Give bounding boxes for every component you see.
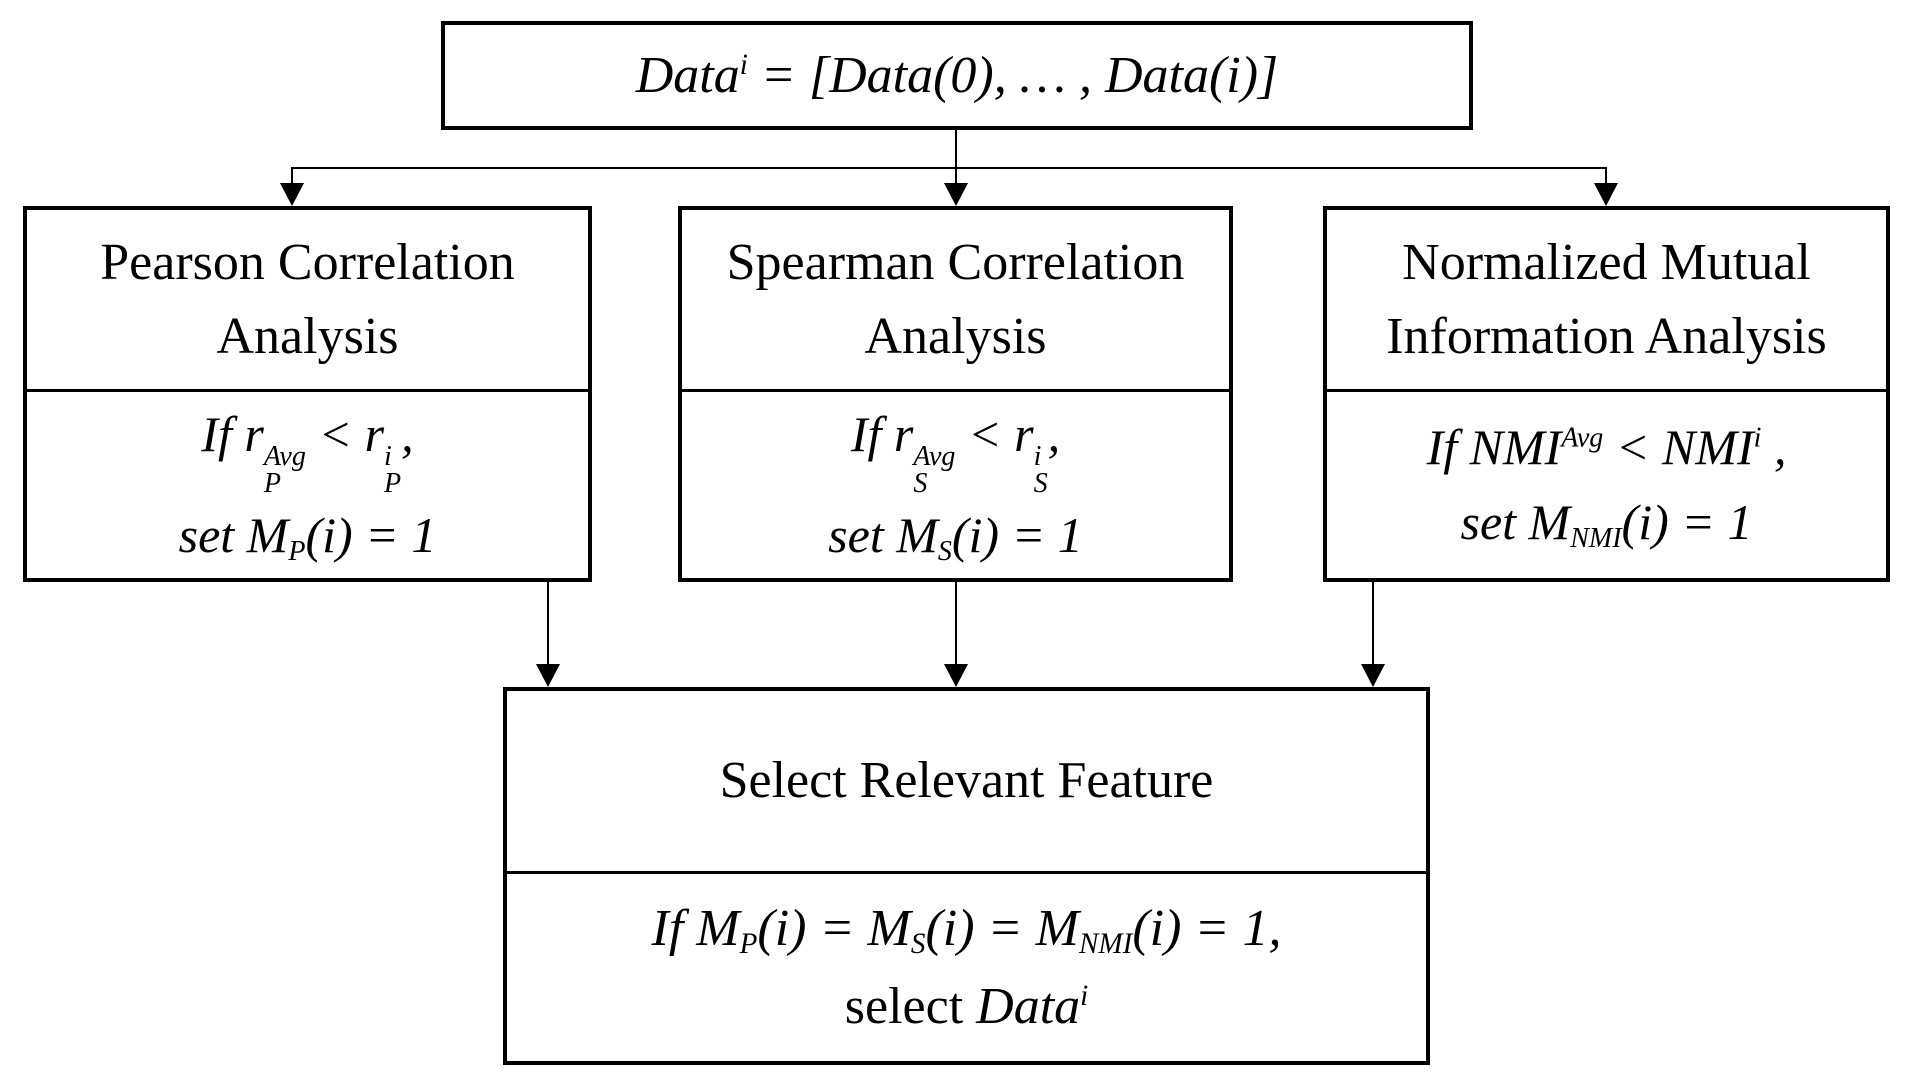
connector-pearson-select-line [547, 582, 549, 666]
connector-spearman-select-line [955, 582, 957, 666]
arrow-down-select-center-icon [944, 664, 968, 687]
nmi-rule: If NMIAvg < NMIi , set MNMI(i) = 1 [1327, 392, 1886, 578]
arrow-down-select-right-icon [1361, 664, 1385, 687]
pearson-rule-line2: set MP(i) = 1 [178, 506, 437, 567]
data-input-formula: Datai = [Data(0), … , Data(i)] [635, 47, 1279, 104]
nmi-title: Normalized Mutual Information Analysis [1327, 210, 1886, 392]
arrow-down-pearson-icon [280, 183, 304, 206]
nmi-rule-line2: set MNMI(i) = 1 [1460, 494, 1753, 554]
select-feature-rule-line1: If MP(i) = MS(i) = MNMI(i) = 1, [651, 899, 1282, 960]
spearman-rule-line2: set MS(i) = 1 [828, 506, 1083, 567]
spearman-title: Spearman Correlation Analysis [682, 210, 1229, 392]
connector-drop-right-line [1605, 167, 1607, 185]
arrow-down-select-left-icon [536, 664, 560, 687]
connector-branch-line [291, 167, 1607, 169]
nmi-rule-line1: If NMIAvg < NMIi , [1426, 419, 1787, 475]
select-feature-rule-line2: select Datai [844, 977, 1089, 1035]
nmi-box: Normalized Mutual Information Analysis I… [1323, 206, 1890, 582]
connector-nmi-select-line [1372, 582, 1374, 666]
data-input-box: Datai = [Data(0), … , Data(i)] [441, 21, 1473, 130]
arrow-down-spearman-icon [944, 183, 968, 206]
connector-stem-line [955, 130, 957, 187]
select-feature-box: Select Relevant Feature If MP(i) = MS(i)… [503, 687, 1430, 1065]
select-feature-rule: If MP(i) = MS(i) = MNMI(i) = 1, select D… [507, 874, 1426, 1061]
connector-drop-left-line [291, 167, 293, 185]
arrow-down-nmi-icon [1594, 183, 1618, 206]
pearson-title: Pearson Correlation Analysis [27, 210, 588, 392]
select-feature-title: Select Relevant Feature [507, 691, 1426, 874]
